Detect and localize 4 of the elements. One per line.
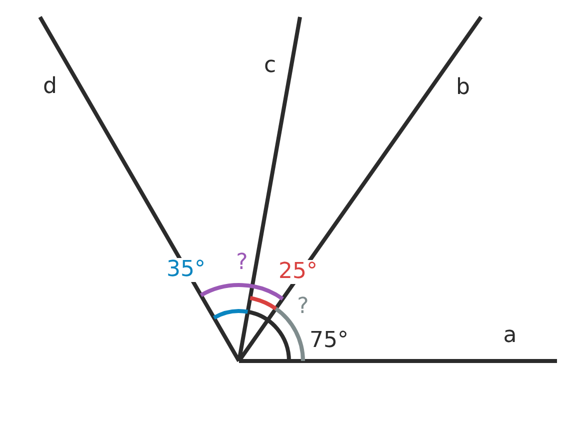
line-label: c	[264, 55, 276, 77]
line-label: a	[503, 325, 517, 347]
line-label: b	[456, 77, 470, 99]
line-label: d	[43, 76, 57, 98]
